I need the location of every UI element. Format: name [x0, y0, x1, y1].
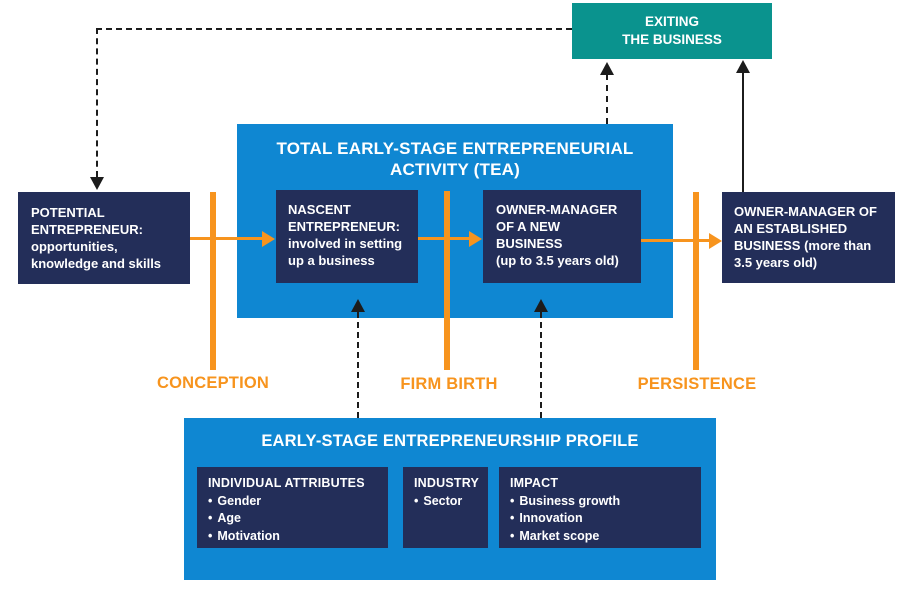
bullet-icon: •: [414, 494, 419, 508]
new-business-box: OWNER-MANAGER OF A NEW BUSINESS (up to 3…: [483, 190, 641, 283]
arrow-right-icon: [709, 233, 722, 249]
individual-attributes-box: INDIVIDUAL ATTRIBUTES • Gender • Age • M…: [197, 467, 388, 548]
profile-to-new-business-dashed-line: [540, 312, 542, 418]
exiting-line2: THE BUSINESS: [622, 32, 722, 47]
impact-box: IMPACT • Business growth • Innovation • …: [499, 467, 701, 548]
flow-line-nascent-to-new: [418, 237, 470, 240]
firm-birth-label: FIRM BIRTH: [400, 375, 498, 393]
exit-loop-dashed-line-vertical: [96, 28, 98, 177]
bullet-icon: •: [208, 494, 213, 508]
bullet-icon: •: [510, 511, 515, 526]
arrow-right-icon: [469, 231, 482, 247]
list-item-label: Innovation: [519, 511, 583, 526]
profile-title: EARLY-STAGE ENTREPRENEURSHIP PROFILE: [261, 432, 639, 450]
list-item: • Market scope: [510, 528, 690, 545]
established-text: OWNER-MANAGER OF AN ESTABLISHED BUSINESS…: [734, 204, 877, 270]
tea-title-line1: TOTAL EARLY-STAGE ENTREPRENEURIAL: [276, 139, 634, 158]
bullet-icon: •: [510, 494, 515, 508]
list-item-label: Sector: [423, 494, 463, 508]
nascent-desc: involved in setting up a business: [288, 235, 403, 268]
nascent-entrepreneur-box: NASCENT ENTREPRENEUR: involved in settin…: [276, 190, 418, 283]
list-item: • Business growth: [510, 493, 690, 510]
bullet-icon: •: [208, 528, 213, 543]
profile-to-nascent-dashed-line: [357, 312, 359, 418]
list-item-label: Gender: [217, 494, 262, 508]
established-to-exit-line: [742, 72, 744, 192]
bullet-icon: •: [208, 511, 213, 526]
industry-title: INDUSTRY: [414, 476, 480, 490]
list-item-label: Age: [217, 511, 242, 526]
list-item-label: Business growth: [519, 494, 621, 508]
arrow-up-icon: [351, 299, 365, 312]
new-business-desc: (up to 3.5 years old): [496, 252, 619, 268]
tea-to-exit-dashed-line: [606, 74, 608, 124]
persistence-stage-bar: [693, 192, 699, 370]
impact-title: IMPACT: [510, 476, 559, 490]
industry-box: INDUSTRY • Sector: [403, 467, 488, 548]
persistence-label: PERSISTENCE: [637, 375, 757, 393]
potential-title: POTENTIAL ENTREPRENEUR:: [31, 205, 143, 237]
arrow-up-icon: [534, 299, 548, 312]
list-item: • Gender: [208, 493, 377, 510]
established-business-box: OWNER-MANAGER OF AN ESTABLISHED BUSINESS…: [722, 192, 895, 283]
flow-line-new-to-established: [641, 239, 710, 242]
tea-title: TOTAL EARLY-STAGE ENTREPRENEURIAL ACTIVI…: [237, 138, 673, 181]
new-business-title: OWNER-MANAGER OF A NEW BUSINESS: [496, 202, 618, 251]
conception-label: CONCEPTION: [156, 374, 270, 392]
arrow-up-icon: [600, 62, 614, 75]
exiting-the-business-box: EXITING THE BUSINESS: [572, 3, 772, 59]
exiting-line1: EXITING: [644, 13, 699, 29]
arrow-down-icon: [90, 177, 104, 190]
potential-desc: opportunities, knowledge and skills: [31, 238, 162, 271]
individual-attributes-title: INDIVIDUAL ATTRIBUTES: [208, 476, 365, 490]
arrow-up-icon: [736, 60, 750, 73]
list-item: • Motivation: [208, 528, 377, 545]
bullet-icon: •: [510, 528, 515, 543]
conception-stage-bar: [210, 192, 216, 370]
firm-birth-stage-bar: [444, 191, 450, 370]
nascent-title: NASCENT ENTREPRENEUR:: [288, 202, 400, 234]
exit-loop-dashed-line-horizontal: [96, 28, 572, 30]
tea-title-line2: ACTIVITY (TEA): [390, 160, 520, 180]
flow-line-potential-to-nascent: [190, 237, 263, 240]
potential-entrepreneur-box: POTENTIAL ENTREPRENEUR: opportunities, k…: [18, 192, 190, 284]
arrow-right-icon: [262, 231, 275, 247]
list-item-label: Market scope: [519, 528, 600, 543]
list-item: • Age: [208, 510, 377, 527]
list-item-label: Motivation: [217, 528, 280, 543]
list-item: • Sector: [414, 493, 477, 510]
list-item: • Innovation: [510, 510, 690, 527]
